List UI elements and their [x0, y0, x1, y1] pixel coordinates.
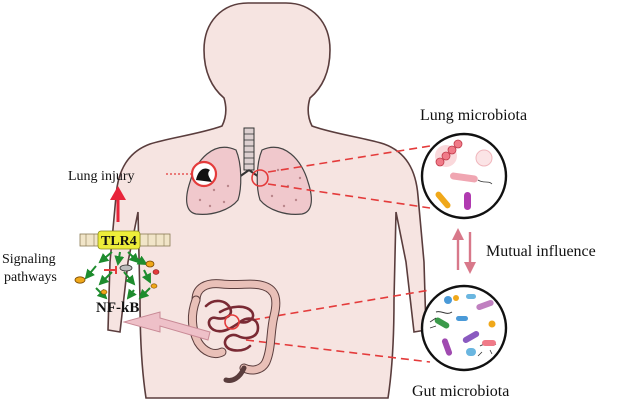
nfkb-label: NF-kB [96, 300, 139, 316]
lung-microbiota-circle [422, 134, 506, 218]
lung-microbiota-label: Lung microbiota [420, 107, 527, 124]
signaling-label-line2: pathways [4, 270, 57, 285]
gut-microbiota-circle [422, 286, 506, 370]
mutual-influence-arrows [452, 228, 476, 274]
lung-injury-label: Lung injury [68, 169, 135, 184]
signaling-label-line1: Signaling [2, 252, 56, 267]
lung-injury-marker [192, 162, 216, 186]
gut-microbiota-label: Gut microbiota [412, 383, 509, 400]
mutual-influence-label: Mutual influence [486, 243, 596, 260]
tlr4-label: TLR4 [101, 234, 137, 249]
